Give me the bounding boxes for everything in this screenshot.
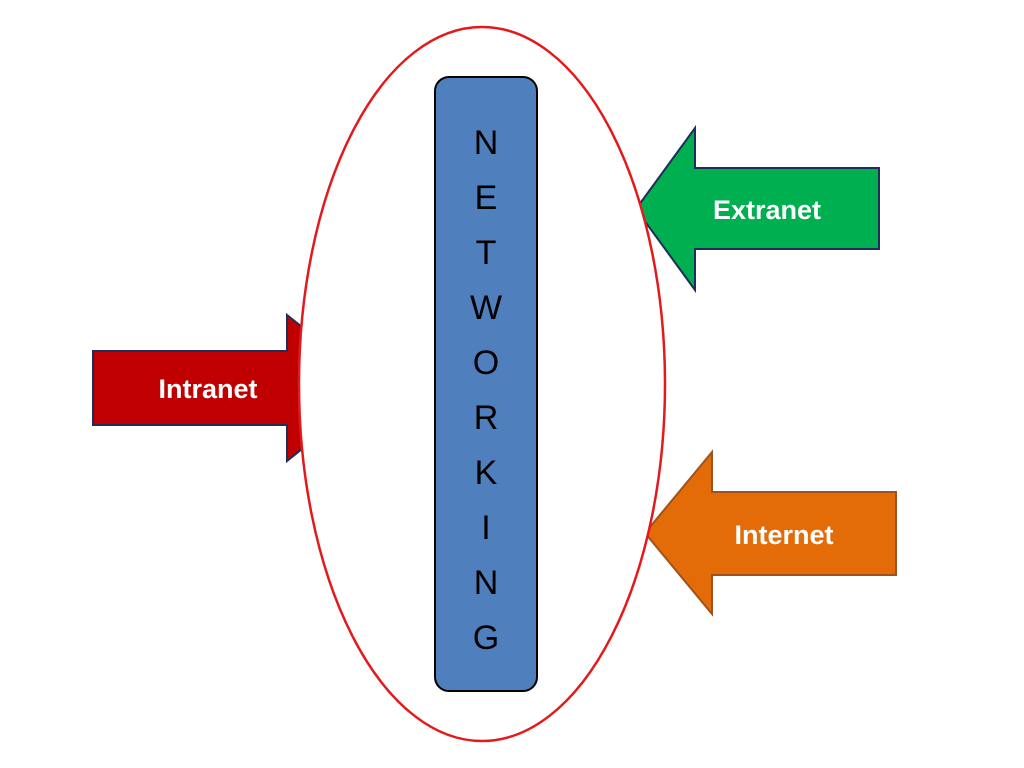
internet-arrow: Internet <box>643 449 897 617</box>
extranet-label: Extranet <box>713 195 821 225</box>
extranet-arrow: Extranet <box>634 124 880 294</box>
networking-letter: I <box>481 509 491 547</box>
internet-label: Internet <box>734 520 833 550</box>
internet-arrow-shape <box>643 449 897 617</box>
intranet-label: Intranet <box>158 374 257 404</box>
networking-letter: N <box>473 124 499 162</box>
networking-letter: K <box>474 454 498 492</box>
networking-letter: E <box>474 179 498 217</box>
networking-letter: W <box>469 289 503 327</box>
networking-letter: G <box>472 619 500 657</box>
networking-letter: T <box>475 234 497 272</box>
networking-letter: O <box>472 344 500 382</box>
networking-bar <box>434 76 538 692</box>
extranet-arrow-shape <box>634 124 880 294</box>
networking-letter: N <box>473 564 499 602</box>
networking-letters: N E T W O R K I N G <box>435 116 537 666</box>
networking-letter: R <box>473 399 499 437</box>
